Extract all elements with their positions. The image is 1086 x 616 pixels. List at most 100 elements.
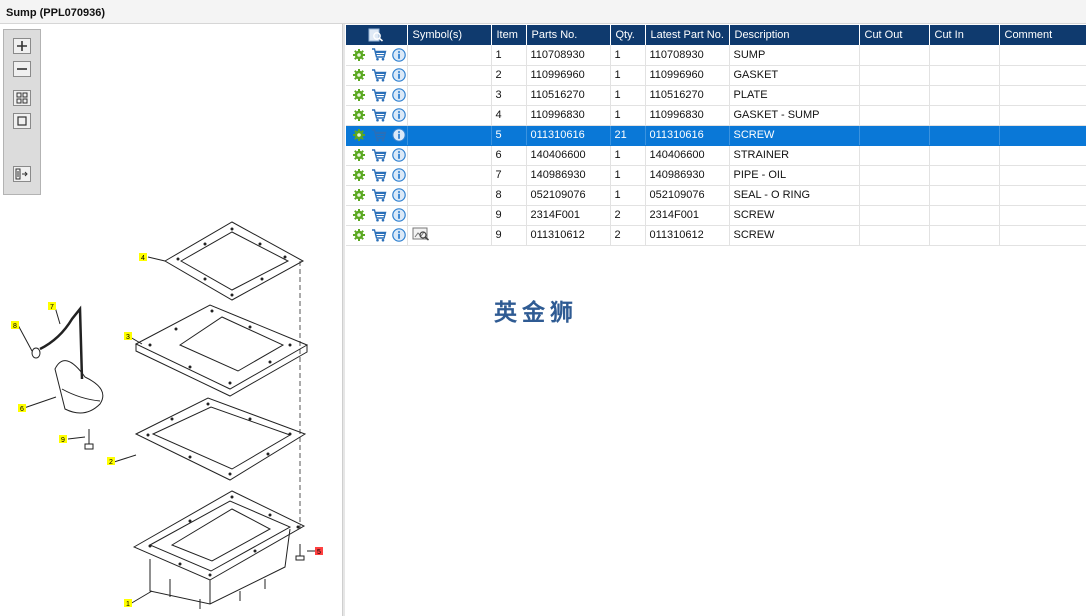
cart-icon[interactable]: [371, 88, 387, 102]
comment-cell: [999, 205, 1086, 226]
col-cut-in-header[interactable]: Cut In: [929, 25, 1000, 45]
callout-6[interactable]: 6: [20, 406, 24, 413]
gear-icon[interactable]: [351, 168, 367, 182]
row-actions-cell: [346, 185, 408, 206]
info-icon[interactable]: [391, 228, 406, 242]
qty-cell: 1: [610, 45, 646, 66]
item-cell: 9: [491, 205, 527, 226]
latest-part-no-cell: 011310616: [645, 125, 730, 146]
cart-icon[interactable]: [371, 228, 387, 242]
info-icon[interactable]: [391, 88, 406, 102]
gear-icon[interactable]: [351, 188, 367, 202]
callout-8[interactable]: 8: [13, 323, 17, 330]
gear-icon[interactable]: [351, 88, 367, 102]
col-actions-header[interactable]: [346, 25, 408, 45]
callout-3[interactable]: 3: [126, 334, 130, 341]
info-icon[interactable]: [391, 168, 406, 182]
cut-in-cell: [929, 145, 1000, 166]
symbols-cell: [407, 205, 492, 226]
col-cut-out-header[interactable]: Cut Out: [859, 25, 930, 45]
plus-icon: [17, 41, 27, 51]
gear-icon[interactable]: [351, 48, 367, 62]
cart-icon[interactable]: [371, 208, 387, 222]
info-icon[interactable]: [391, 68, 406, 82]
exploded-view-drawing[interactable]: 4 7 8 3 6 9 2 5 1: [0, 199, 342, 616]
col-symbols-header[interactable]: Symbol(s): [407, 25, 492, 45]
cut-in-cell: [929, 185, 1000, 206]
latest-part-no-cell: 110996830: [645, 105, 730, 126]
cut-out-cell: [859, 185, 930, 206]
illustration-symbol-icon[interactable]: [412, 227, 430, 241]
latest-part-no-cell: 110708930: [645, 45, 730, 66]
col-parts-no-header[interactable]: Parts No.: [526, 25, 611, 45]
callout-1[interactable]: 1: [126, 601, 130, 608]
window-title: Sump (PPL070936): [6, 7, 106, 19]
row-actions-cell: [346, 165, 408, 186]
item-cell: 6: [491, 145, 527, 166]
qty-cell: 2: [610, 205, 646, 226]
col-qty-header[interactable]: Qty.: [610, 25, 646, 45]
cart-icon[interactable]: [371, 148, 387, 162]
symbols-cell: [407, 85, 492, 106]
fit-all-button[interactable]: [13, 90, 31, 106]
symbols-cell: [407, 225, 492, 246]
col-latest-part-no-header[interactable]: Latest Part No.: [645, 25, 730, 45]
parts-no-cell: 2314F001: [526, 205, 611, 226]
latest-part-no-cell: 110996960: [645, 65, 730, 86]
gear-icon[interactable]: [351, 228, 367, 242]
cart-icon[interactable]: [371, 188, 387, 202]
info-icon[interactable]: [391, 108, 406, 122]
gear-icon[interactable]: [351, 148, 367, 162]
latest-part-no-cell: 140406600: [645, 145, 730, 166]
row-actions-cell: [346, 125, 408, 146]
toggle-list-button[interactable]: [13, 166, 31, 182]
cut-in-cell: [929, 165, 1000, 186]
col-description-header[interactable]: Description: [729, 25, 860, 45]
cut-in-cell: [929, 225, 1000, 246]
zoom-in-button[interactable]: [13, 38, 31, 54]
cart-icon[interactable]: [371, 68, 387, 82]
gear-icon[interactable]: [351, 68, 367, 82]
fit-page-button[interactable]: [13, 113, 31, 129]
cut-in-cell: [929, 205, 1000, 226]
cart-icon[interactable]: [371, 168, 387, 182]
parts-no-cell: 110996960: [526, 65, 611, 86]
cart-icon[interactable]: [371, 108, 387, 122]
qty-cell: 2: [610, 225, 646, 246]
col-item-header[interactable]: Item: [491, 25, 527, 45]
info-icon[interactable]: [391, 188, 406, 202]
cart-icon[interactable]: [371, 128, 387, 142]
gear-icon[interactable]: [351, 128, 367, 142]
cart-icon[interactable]: [371, 48, 387, 62]
pane-splitter[interactable]: [342, 24, 345, 616]
callout-5[interactable]: 5: [317, 549, 321, 556]
gear-icon[interactable]: [351, 208, 367, 222]
cut-in-cell: [929, 105, 1000, 126]
callout-2[interactable]: 2: [109, 459, 113, 466]
gear-icon[interactable]: [351, 108, 367, 122]
zoom-out-button[interactable]: [13, 61, 31, 77]
parts-no-cell: 110996830: [526, 105, 611, 126]
col-comment-header[interactable]: Comment: [999, 25, 1086, 45]
latest-part-no-cell: 052109076: [645, 185, 730, 206]
latest-part-no-cell: 011310612: [645, 225, 730, 246]
viewer-toolbox: [3, 29, 41, 195]
info-icon[interactable]: [391, 148, 406, 162]
callout-7[interactable]: 7: [50, 304, 54, 311]
callout-9[interactable]: 9: [61, 437, 65, 444]
info-icon[interactable]: [391, 47, 406, 62]
qty-cell: 1: [610, 165, 646, 186]
callout-4[interactable]: 4: [141, 255, 145, 262]
info-icon[interactable]: [391, 208, 406, 222]
info-icon[interactable]: [391, 128, 406, 142]
